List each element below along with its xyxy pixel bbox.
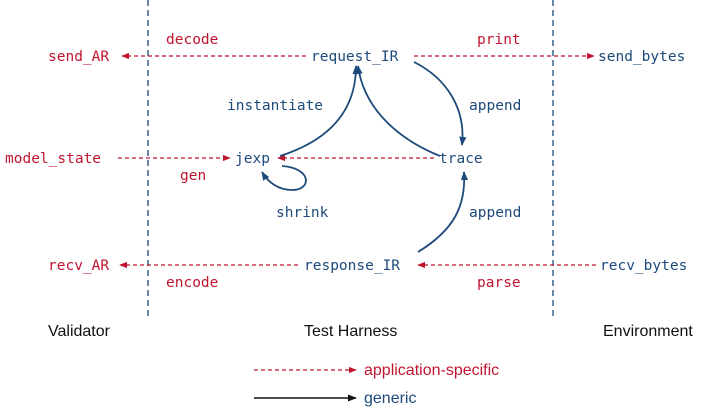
node-send-bytes: send_bytes: [598, 49, 685, 65]
label-print: print: [477, 32, 521, 48]
node-response-ir: response_IR: [304, 258, 400, 274]
label-decode: decode: [166, 32, 218, 48]
trace-to-request-arrow: [355, 65, 441, 157]
label-append-bottom: append: [469, 205, 521, 221]
node-jexp: jexp: [235, 151, 270, 167]
label-parse: parse: [477, 275, 521, 291]
node-recv-bytes: recv_bytes: [600, 258, 687, 274]
node-model-state: model_state: [5, 151, 101, 167]
legend-app-specific-label: application-specific: [364, 362, 499, 379]
label-shrink: shrink: [276, 205, 329, 221]
region-test-harness: Test Harness: [304, 323, 397, 340]
append-top-arrow: [413, 61, 467, 146]
label-append-top: append: [469, 98, 521, 114]
label-instantiate: instantiate: [227, 98, 323, 114]
instantiate-arrow: [279, 65, 360, 157]
region-environment: Environment: [603, 323, 693, 340]
node-send-ar: send_AR: [48, 49, 109, 65]
node-request-ir: request_IR: [311, 49, 399, 65]
label-gen: gen: [180, 168, 206, 184]
node-recv-ar: recv_AR: [48, 258, 109, 274]
append-bottom-arrow: [417, 171, 469, 253]
label-encode: encode: [166, 275, 218, 291]
legend-generic-label: generic: [364, 390, 416, 407]
node-trace: trace: [439, 151, 483, 167]
shrink-loop-arrow: [261, 165, 307, 191]
region-validator: Validator: [48, 323, 111, 340]
